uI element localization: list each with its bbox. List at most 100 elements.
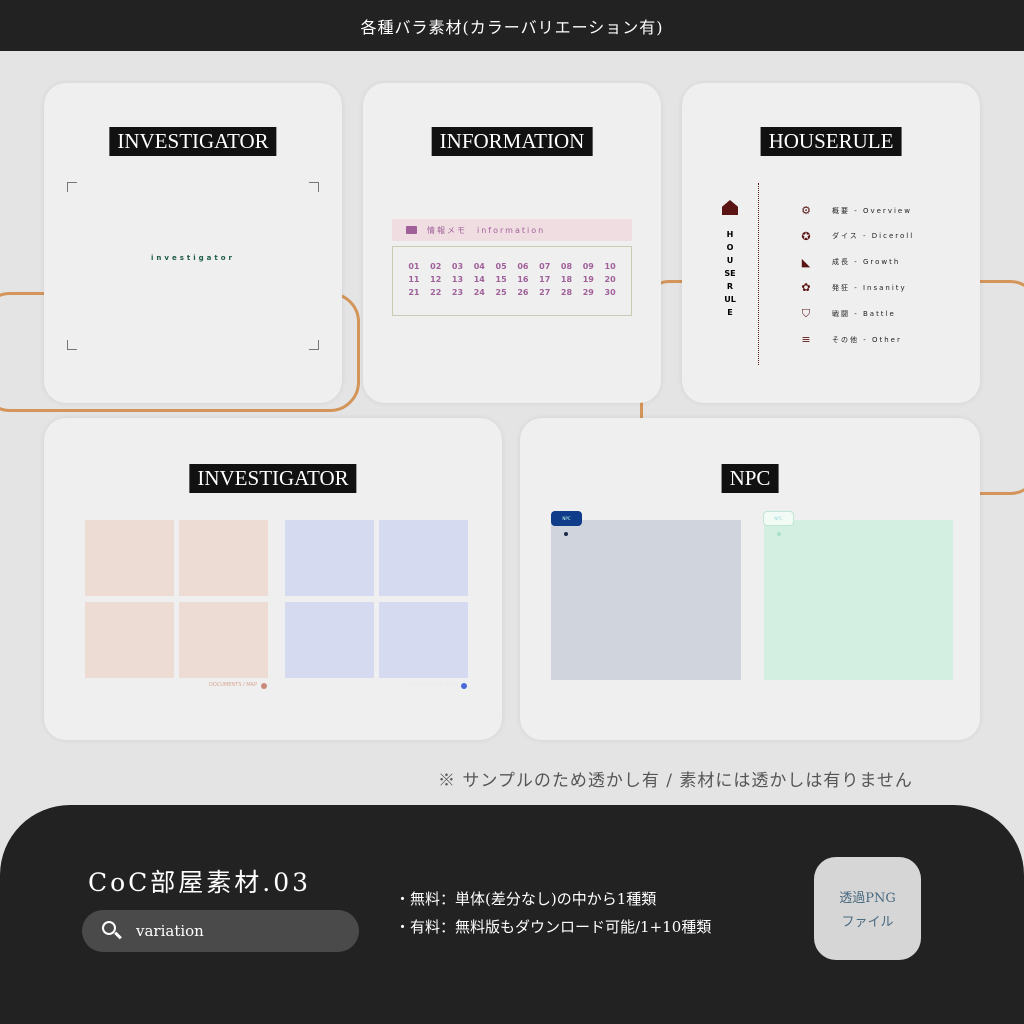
search-icon bbox=[102, 921, 122, 941]
number-cell: 01 bbox=[408, 262, 420, 271]
number-cell: 20 bbox=[604, 275, 616, 284]
memo-title: 情報メモ information bbox=[427, 225, 546, 235]
caption-right: DOCUMENTS / MAP bbox=[409, 682, 457, 688]
number-cell: 17 bbox=[539, 275, 551, 284]
number-cell: 23 bbox=[451, 288, 464, 297]
frame-corner bbox=[67, 182, 77, 192]
number-cell: 27 bbox=[539, 288, 551, 297]
panel bbox=[179, 520, 268, 596]
number-cell: 21 bbox=[408, 288, 420, 297]
houserule-label: 発狂 - Insanity bbox=[832, 283, 907, 292]
panel bbox=[379, 520, 468, 596]
search-input[interactable]: variation bbox=[82, 910, 359, 952]
pricing-free: ・無料：単体(差分なし)の中から1種類 bbox=[395, 890, 657, 908]
houserule-label: 概要 - Overview bbox=[832, 206, 912, 215]
dot bbox=[777, 532, 781, 536]
houserule-label: 成長 - Growth bbox=[832, 258, 901, 267]
pricing-list: ・無料：単体(差分なし)の中から1種類 ・有料：無料版もダウンロード可能/1+1… bbox=[395, 885, 711, 941]
number-cell: 16 bbox=[517, 275, 529, 284]
number-grid: 01 02 03 04 05 06 07 08 09 10 11 12 13 14 15 16 17 18 19 20… bbox=[392, 246, 632, 316]
number-cell: 07 bbox=[539, 262, 551, 271]
houserule-item: ⛉ 戦闘 - Battle bbox=[800, 307, 896, 321]
search-value: variation bbox=[136, 922, 204, 940]
chart-icon: ◣ bbox=[801, 255, 813, 269]
number-cell: 22 bbox=[430, 288, 442, 297]
number-cell: 05 bbox=[495, 262, 507, 271]
number-cell: 02 bbox=[430, 262, 442, 271]
brain-icon: ✿ bbox=[801, 281, 813, 295]
menu-icon: ≡ bbox=[801, 333, 813, 346]
frame-corner bbox=[67, 340, 77, 350]
home-icon bbox=[722, 200, 738, 215]
number-cell: 04 bbox=[473, 262, 485, 271]
shield-icon: ⛉ bbox=[801, 307, 813, 321]
number-cell: 08 bbox=[560, 262, 573, 271]
number-cell: 11 bbox=[408, 275, 420, 284]
png-badge: 透過PNG ファイル bbox=[814, 857, 921, 960]
houserule-label: ダイス - Diceroll bbox=[832, 232, 915, 241]
houserule-item: ✪ ダイス - Diceroll bbox=[800, 230, 914, 243]
number-cell: 19 bbox=[582, 275, 594, 284]
houserule-item: ◣ 成長 - Growth bbox=[800, 256, 900, 269]
panel bbox=[285, 520, 374, 596]
card-npc: NPC NPC NPC bbox=[520, 418, 980, 740]
npc-panel bbox=[551, 520, 741, 680]
number-cell: 12 bbox=[430, 275, 442, 284]
dot bbox=[564, 532, 568, 536]
panel bbox=[179, 602, 268, 678]
panel bbox=[285, 602, 374, 678]
card-tag: HOUSERULE bbox=[760, 127, 902, 156]
number-cell: 25 bbox=[495, 288, 507, 297]
number-cell: 26 bbox=[517, 288, 529, 297]
watermark-note: ※ サンプルのため透かし有 / 素材には透かしは有りません bbox=[438, 771, 913, 791]
number-cell: 06 bbox=[517, 262, 529, 271]
investigator-label: investigator bbox=[151, 254, 235, 262]
number-cell: 29 bbox=[582, 288, 594, 297]
card-tag: NPC bbox=[721, 464, 779, 493]
panel bbox=[379, 602, 468, 678]
number-cell: 10 bbox=[604, 262, 616, 271]
houserule-item: ≡ その他 - Other bbox=[800, 333, 902, 346]
number-cell: 15 bbox=[495, 275, 507, 284]
npc-bubble: NPC bbox=[551, 511, 582, 526]
badge-line: 透過PNG bbox=[839, 891, 896, 906]
card-tag: INVESTIGATOR bbox=[109, 127, 277, 156]
check-icon bbox=[461, 683, 467, 689]
footer: CoC部屋素材.03 variation ・無料：単体(差分なし)の中から1種類… bbox=[0, 805, 1024, 1024]
card-investigator: INVESTIGATOR investigator bbox=[44, 83, 342, 403]
caption-left: DOCUMENTS / MAP bbox=[209, 682, 257, 688]
panel bbox=[85, 520, 174, 596]
card-tag: INVESTIGATOR bbox=[189, 464, 357, 493]
gear-icon: ⚙ bbox=[801, 204, 813, 217]
panel bbox=[85, 602, 174, 678]
number-cell: 03 bbox=[451, 262, 464, 271]
house-rule-vertical: HOUSE RULE bbox=[724, 230, 736, 317]
houserule-label: その他 - Other bbox=[832, 335, 902, 344]
number-cell: 28 bbox=[560, 288, 573, 297]
number-cell: 09 bbox=[582, 262, 594, 271]
houserule-label: 戦闘 - Battle bbox=[832, 310, 896, 319]
number-cell: 18 bbox=[560, 275, 573, 284]
product-title: CoC部屋素材.03 bbox=[88, 868, 312, 897]
number-cell: 14 bbox=[473, 275, 485, 284]
card-houserule: HOUSERULE HOUSE RULE bbox=[682, 83, 980, 403]
card-investigator-2: INVESTIGATOR DOCUMENTS / MAP DOCUMENTS /… bbox=[44, 418, 502, 740]
houserule-item: ⚙ 概要 - Overview bbox=[800, 204, 912, 217]
card-tag: INFORMATION bbox=[431, 127, 593, 156]
header-title: 各種バラ素材(カラーバリエーション有) bbox=[0, 0, 1024, 51]
memo-header: 情報メモ information bbox=[392, 219, 632, 241]
houserule-item: ✿ 発狂 - Insanity bbox=[800, 281, 907, 294]
number-cell: 13 bbox=[451, 275, 464, 284]
badge-line: ファイル bbox=[841, 915, 894, 930]
number-cell: 24 bbox=[473, 288, 485, 297]
folder-icon bbox=[406, 226, 417, 234]
dice-icon: ✪ bbox=[801, 229, 813, 243]
npc-panel bbox=[764, 520, 953, 680]
frame-corner bbox=[309, 182, 319, 192]
npc-bubble: NPC bbox=[763, 511, 794, 526]
divider bbox=[758, 183, 759, 365]
pricing-paid: ・有料：無料版もダウンロード可能/1+10種類 bbox=[395, 918, 712, 936]
check-icon bbox=[261, 683, 267, 689]
number-cell: 30 bbox=[604, 288, 616, 297]
